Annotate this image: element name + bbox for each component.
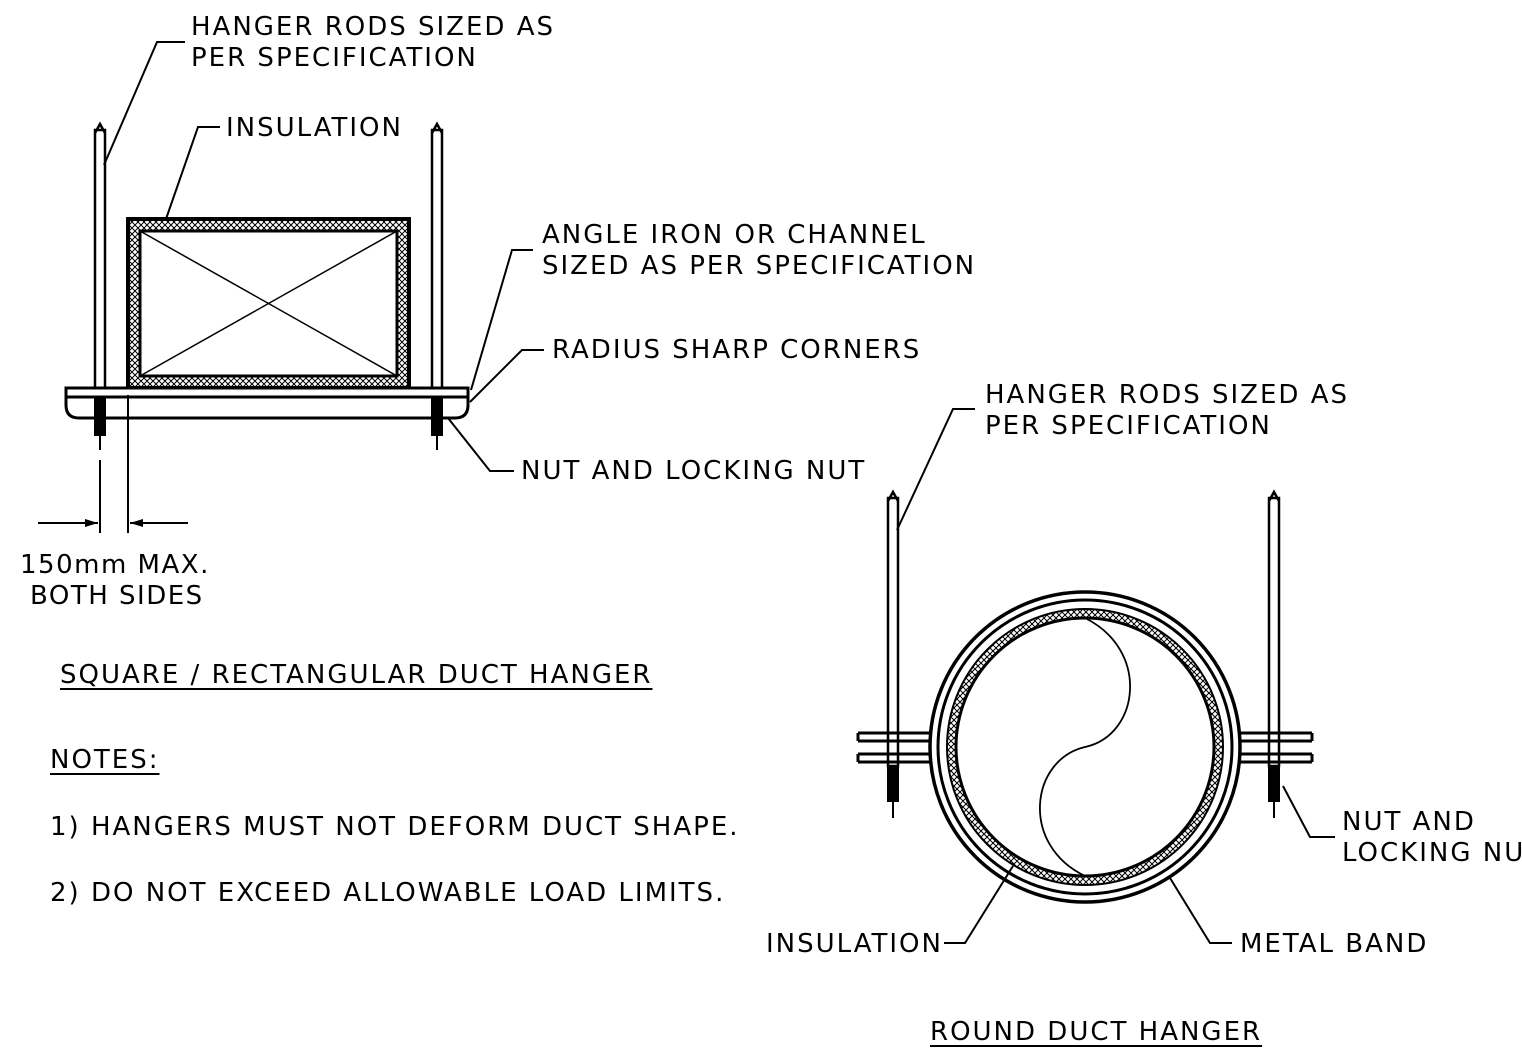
rect-hanger-title: SQUARE / RECTANGULAR DUCT HANGER (60, 660, 653, 690)
rect-hanger-figure (38, 41, 544, 533)
spacing-dimension-line1: 150mm MAX. (20, 550, 210, 580)
round-hanger-title: ROUND DUCT HANGER (930, 1017, 1263, 1047)
angle-leader (470, 249, 533, 391)
angle-iron-channel (64, 386, 470, 420)
angle-iron-label-line1: ANGLE IRON OR CHANNEL (542, 220, 927, 250)
notes-heading: NOTES: (50, 745, 160, 775)
rect-rods-label-line2: PER SPECIFICATION (191, 43, 478, 73)
spacing-dimension-line2: BOTH SIDES (30, 581, 204, 611)
round-duct (928, 590, 1242, 904)
round-rods-leader (896, 408, 975, 531)
round-nut-leader (1282, 785, 1335, 838)
round-rods-label-line1: HANGER RODS SIZED AS (985, 380, 1349, 410)
band-leader (1169, 877, 1232, 944)
round-hanger-figure (856, 408, 1335, 944)
spacing-dimension (38, 395, 188, 533)
note-item-1: 1) HANGERS MUST NOT DEFORM DUCT SHAPE. (50, 812, 740, 842)
rect-insulation-label: INSULATION (226, 113, 403, 143)
rect-insulation-leader (165, 126, 220, 220)
rect-rods-label-line1: HANGER RODS SIZED AS (191, 12, 555, 42)
radius-corners-label: RADIUS SHARP CORNERS (552, 335, 922, 365)
round-left-hanger-rod (886, 489, 900, 818)
round-right-hanger-rod (1267, 489, 1281, 818)
angle-iron-label-line2: SIZED AS PER SPECIFICATION (542, 251, 977, 281)
round-insulation-leader (944, 865, 1014, 944)
radius-leader (469, 349, 544, 403)
note-item-2: 2) DO NOT EXCEED ALLOWABLE LOAD LIMITS. (50, 878, 726, 908)
round-nut-label-line1: NUT AND (1342, 807, 1476, 837)
round-rods-label-line2: PER SPECIFICATION (985, 411, 1272, 441)
metal-band-label: METAL BAND (1240, 929, 1429, 959)
spacing-dimension-label: 150mm MAX.BOTH SIDES (20, 550, 210, 612)
rect-nut-leader (447, 417, 514, 472)
round-insulation-label: INSULATION (766, 929, 943, 959)
round-nut-label-line2: LOCKING NUT (1342, 838, 1522, 868)
rect-rods-leader (103, 41, 185, 166)
rect-duct (126, 217, 411, 390)
rect-nut-label: NUT AND LOCKING NUT (521, 456, 867, 486)
